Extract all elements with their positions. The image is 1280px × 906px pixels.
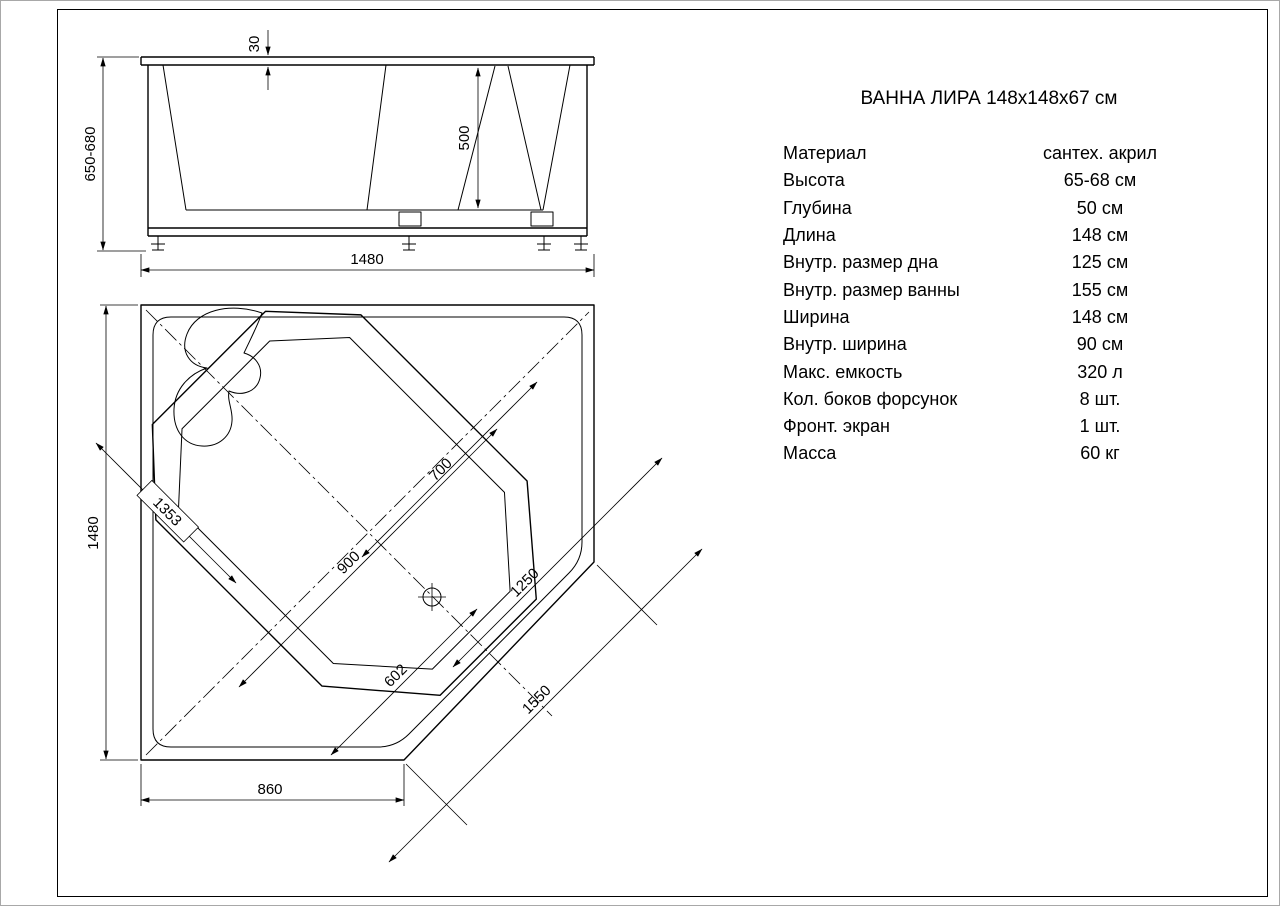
spec-value: 125 см	[1071, 252, 1129, 273]
spec-label: Масса	[783, 443, 837, 464]
front-view: 30 500 650-680 1480	[82, 30, 595, 277]
centerline-cross	[145, 311, 590, 756]
spec-label: Кол. боков форсунок	[783, 388, 958, 409]
dim-line-700	[361, 381, 538, 558]
dim-line-1550	[388, 548, 703, 863]
ext-line-side	[100, 304, 138, 761]
spec-value: 8 шт.	[1079, 388, 1121, 409]
spec-label: Глубина	[783, 197, 852, 218]
dim-box-diag	[136, 479, 200, 543]
tub-interior-slopes	[366, 64, 542, 211]
tub-foot	[151, 236, 165, 251]
spec-list: Материал сантех. акрил Высота 65-68 см Г…	[783, 140, 1195, 468]
tub-foot	[537, 236, 551, 251]
dim-label-rim-thickness: 30	[246, 36, 263, 53]
dim-line-1250	[452, 457, 663, 668]
dim-label-700: 700	[426, 455, 456, 485]
spec-label: Длина	[783, 225, 836, 246]
spec-panel: ВАННА ЛИРА 148х148х67 см Материал сантех…	[783, 88, 1195, 468]
spec-value: 320 л	[1077, 361, 1123, 382]
dim-label-height: 650-680	[82, 126, 99, 181]
plan-view: 1480 860 1353 900 700 602 1250 1550	[85, 304, 703, 863]
spec-label: Внутр. размер ванны	[783, 279, 960, 300]
dim-label-1550: 1550	[519, 682, 555, 718]
spec-row: Масса 60 кг	[783, 440, 1195, 467]
spec-row: Глубина 50 см	[783, 195, 1195, 222]
tub-rim	[140, 56, 595, 66]
spec-label: Внутр. размер дна	[783, 252, 939, 273]
tub-inner-walls	[162, 64, 571, 211]
spec-value: 1 шт.	[1079, 416, 1121, 437]
spec-value: 155 см	[1071, 279, 1129, 300]
tub-body-outline	[147, 65, 588, 237]
spec-row: Макс. емкость 320 л	[783, 358, 1195, 385]
spec-row: Кол. боков форсунок 8 шт.	[783, 386, 1195, 413]
jet-fitting	[398, 211, 422, 227]
dim-line-602	[330, 608, 478, 756]
spec-value: 60 кг	[1080, 443, 1120, 464]
spec-value: 148 см	[1071, 306, 1129, 327]
spec-row: Фронт. экран 1 шт.	[783, 413, 1195, 440]
dim-label-width: 1480	[350, 251, 383, 268]
spec-value: 50 см	[1076, 197, 1124, 218]
spec-label: Материал	[783, 143, 867, 164]
dim-label-900: 900	[334, 548, 364, 578]
spec-row: Высота 65-68 см	[783, 167, 1195, 194]
dim-label-depth: 500	[456, 125, 473, 150]
dim-label-602: 602	[381, 661, 411, 691]
ext-line-width	[140, 254, 595, 277]
spec-value: 65-68 см	[1063, 170, 1137, 191]
dim-label-side: 1480	[85, 516, 102, 549]
spec-label: Ширина	[783, 306, 850, 327]
spec-label: Внутр. ширина	[783, 334, 907, 355]
page-title: ВАННА ЛИРА 148х148х67 см	[860, 88, 1118, 109]
spec-row: Внутр. размер ванны 155 см	[783, 276, 1195, 303]
spec-value: 90 см	[1076, 334, 1124, 355]
spec-row: Внутр. ширина 90 см	[783, 331, 1195, 358]
spec-value: 148 см	[1071, 225, 1129, 246]
drain-crosshair	[418, 583, 446, 611]
tub-foot	[402, 236, 416, 251]
spec-row: Внутр. размер дна 125 см	[783, 249, 1195, 276]
ext-line-height	[97, 56, 146, 252]
drawing-frame	[57, 9, 1268, 897]
spec-label: Высота	[783, 170, 845, 191]
spec-row: Длина 148 см	[783, 222, 1195, 249]
spec-row: Ширина 148 см	[783, 304, 1195, 331]
tub-foot	[574, 236, 588, 251]
spec-label: Фронт. экран	[783, 416, 890, 437]
spec-label: Макс. емкость	[783, 361, 903, 382]
bowl-inner-edge	[177, 336, 511, 670]
spec-value: сантех. акрил	[1042, 143, 1158, 164]
dim-line-900	[238, 428, 498, 688]
centerline-diagonal	[145, 309, 553, 717]
jet-fitting	[530, 211, 554, 227]
spec-row: Материал сантех. акрил	[783, 140, 1195, 167]
dim-label-bottom: 860	[257, 781, 282, 798]
headrest-contour	[173, 307, 263, 447]
